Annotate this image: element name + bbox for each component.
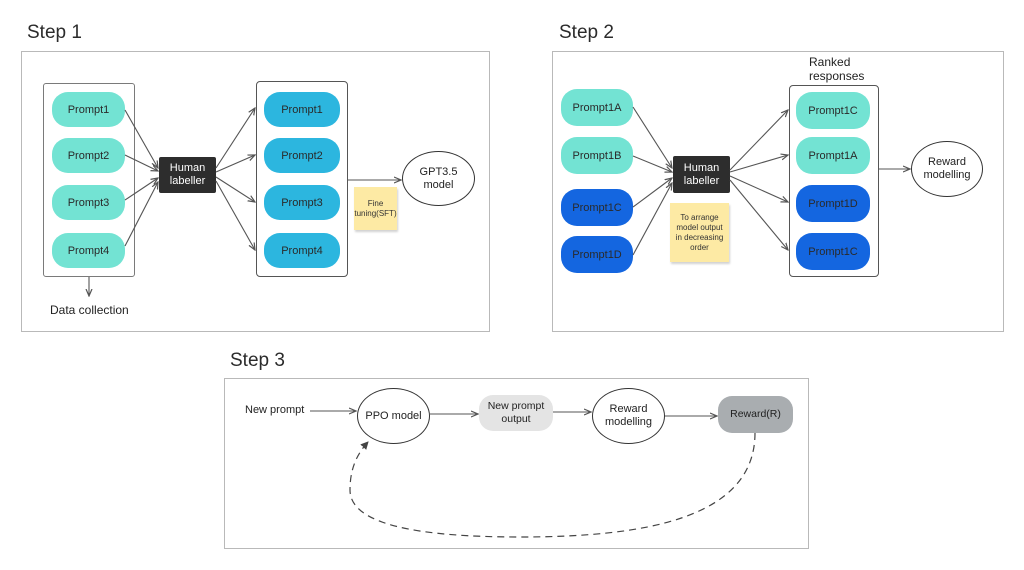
s1-arrow-out2 bbox=[215, 155, 255, 173]
step1-title: Step 1 bbox=[27, 22, 82, 43]
step2-note-line4: order bbox=[690, 242, 709, 252]
step2-rank2-prompt: Prompt1A bbox=[796, 137, 870, 174]
step1-prompt2-input: Prompt2 bbox=[52, 138, 125, 173]
step3-output-line2: output bbox=[501, 413, 531, 425]
step2-labeller-line1: Human bbox=[683, 161, 720, 174]
step2-rank4-prompt: Prompt1C bbox=[796, 233, 870, 270]
s1-arrow-in4 bbox=[124, 182, 158, 247]
s1-arrow-out1 bbox=[215, 108, 255, 169]
step3-new-prompt-label: New prompt bbox=[245, 404, 305, 416]
step3-title: Step 3 bbox=[230, 350, 285, 371]
step1-prompt2-output: Prompt2 bbox=[264, 138, 340, 173]
step1-prompt1-output: Prompt1 bbox=[264, 92, 340, 127]
s1-arrow-in2 bbox=[124, 154, 158, 171]
step2-prompt1c-input: Prompt1C bbox=[561, 189, 633, 226]
step1-model-line2: model bbox=[423, 178, 454, 191]
step2-labeller-line2: labeller bbox=[683, 174, 720, 187]
step1-prompt4-output: Prompt4 bbox=[264, 233, 340, 268]
step1-model-line1: GPT3.5 bbox=[419, 165, 458, 178]
s1-arrow-out3 bbox=[215, 176, 255, 202]
s3-feedback-loop bbox=[349, 432, 756, 538]
step1-data-collection-label: Data collection bbox=[50, 303, 129, 317]
step2-title: Step 2 bbox=[559, 22, 614, 43]
step1-prompt3-output: Prompt3 bbox=[264, 185, 340, 220]
step3-reward-r: Reward(R) bbox=[718, 396, 793, 433]
s2-arrow-out2 bbox=[729, 155, 788, 173]
step1-labeller-line2: labeller bbox=[169, 175, 206, 187]
s2-arrow-out1 bbox=[729, 110, 788, 171]
s1-arrow-in1 bbox=[124, 109, 158, 168]
step1-note-line1: Fine bbox=[367, 198, 384, 208]
s2-arrow-in1 bbox=[632, 106, 672, 168]
s1-arrow-in3 bbox=[124, 178, 158, 201]
step2-prompt1a-input: Prompt1A bbox=[561, 89, 633, 126]
s1-arrow-out4 bbox=[215, 180, 255, 250]
step1-prompt1-input: Prompt1 bbox=[52, 92, 125, 127]
step3-reward-line2: modelling bbox=[604, 416, 653, 428]
step1-output-group bbox=[256, 81, 348, 277]
step2-note-line2: model output bbox=[676, 222, 723, 232]
step3-reward-r-text: Reward(R) bbox=[730, 408, 781, 420]
s2-arrow-out4 bbox=[729, 179, 788, 250]
step2-ranked-line1: Ranked bbox=[809, 55, 851, 69]
step2-reward-line1: Reward bbox=[928, 156, 966, 168]
step3-output-line1: New prompt bbox=[487, 400, 545, 412]
step1-note-line2: tuning(SFT) bbox=[354, 208, 397, 218]
s2-arrow-in4 bbox=[632, 183, 672, 256]
s2-arrow-in2 bbox=[632, 155, 672, 172]
step2-prompt1d-input: Prompt1D bbox=[561, 236, 633, 273]
step2-reward-line2: modelling bbox=[923, 169, 971, 181]
step1-input-group bbox=[43, 83, 135, 277]
s2-arrow-in3 bbox=[632, 178, 672, 208]
step3-ppo-text: PPO model bbox=[365, 409, 422, 422]
step2-ranked-line2: responses bbox=[809, 69, 865, 83]
step2-prompt1b-input: Prompt1B bbox=[561, 137, 633, 174]
step3-reward-line1: Reward bbox=[609, 403, 648, 415]
step1-labeller-line1: Human bbox=[169, 162, 206, 174]
step2-note-line1: To arrange bbox=[680, 212, 719, 222]
step2-rank3-prompt: Prompt1D bbox=[796, 185, 870, 222]
s2-arrow-out3 bbox=[729, 175, 788, 202]
step1-prompt4-input: Prompt4 bbox=[52, 233, 125, 268]
step2-ranked-group bbox=[789, 85, 879, 277]
step2-rank1-prompt: Prompt1C bbox=[796, 92, 870, 129]
step1-prompt3-input: Prompt3 bbox=[52, 185, 125, 220]
step2-note-line3: in decreasing bbox=[675, 232, 724, 242]
step3-ppo-model: PPO model bbox=[357, 388, 430, 444]
